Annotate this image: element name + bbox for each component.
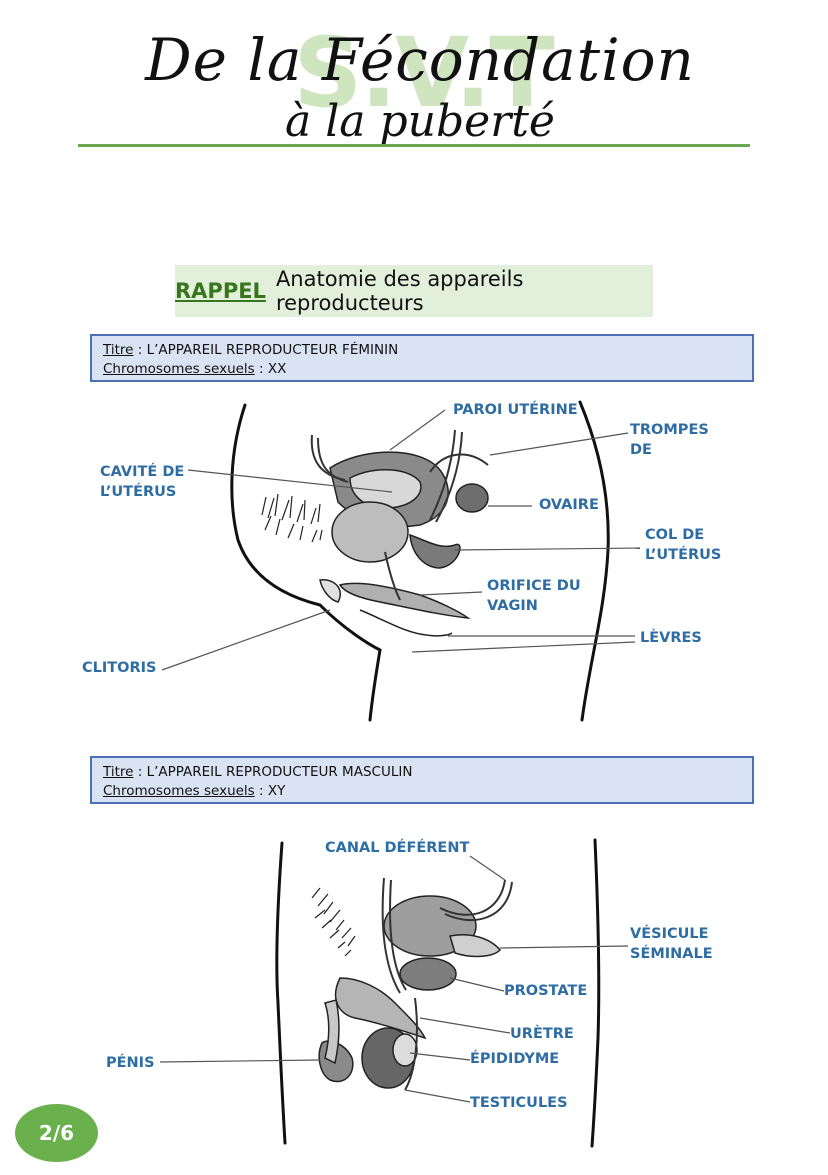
- female-anatomy-diagram: PAROI UTÉRINE TROMPES DE CAVITÉ DE L’UTÉ…: [0, 390, 828, 730]
- male-chromo-value: : XY: [254, 783, 286, 799]
- male-anatomy-illustration: [159, 838, 629, 1148]
- male-title-key: Titre: [103, 764, 134, 780]
- header-divider: [78, 144, 750, 147]
- label-levres: LÈVRES: [640, 630, 702, 646]
- female-title-key: Titre: [103, 342, 134, 358]
- female-title-row: Titre : L’APPAREIL REPRODUCTEUR FÉMININ: [103, 341, 741, 360]
- label-prostate: PROSTATE: [504, 983, 588, 999]
- male-chromo-row: Chromosomes sexuels : XY: [103, 782, 741, 801]
- label-uretre: URÈTRE: [510, 1026, 574, 1042]
- label-ovaire: OVAIRE: [539, 497, 599, 513]
- page-header: S.V.T De la Fécondation à la puberté: [0, 0, 828, 190]
- label-orifice-vagin: ORIFICE DU VAGIN: [487, 578, 581, 614]
- label-paroi-uterine: PAROI UTÉRINE: [453, 402, 578, 418]
- label-testicules: TESTICULES: [470, 1095, 568, 1111]
- male-chromo-key: Chromosomes sexuels: [103, 783, 255, 799]
- label-clitoris: CLITORIS: [82, 660, 157, 676]
- label-epididyme: ÉPIDIDYME: [470, 1051, 560, 1067]
- label-penis: PÉNIS: [106, 1055, 155, 1071]
- rappel-banner: RAPPEL Anatomie des appareils reproducte…: [175, 265, 653, 317]
- label-trompes: TROMPES DE: [630, 422, 709, 458]
- male-title-value: : L’APPAREIL REPRODUCTEUR MASCULIN: [133, 764, 413, 780]
- female-chromo-value: : XX: [254, 361, 287, 377]
- label-cavite-uterus: CAVITÉ DE L’UTÉRUS: [100, 464, 185, 500]
- female-chromo-row: Chromosomes sexuels : XX: [103, 360, 741, 379]
- female-anatomy-illustration: [161, 400, 641, 722]
- rappel-text: Anatomie des appareils reproducteurs: [275, 267, 524, 315]
- svt-watermark: S.V.T: [293, 17, 554, 129]
- label-col-uterus: COL DE L’UTÉRUS: [645, 527, 722, 563]
- page-subtitle: à la puberté: [285, 96, 555, 147]
- female-title-box: Titre : L’APPAREIL REPRODUCTEUR FÉMININ …: [90, 334, 754, 382]
- female-title-value: : L’APPAREIL REPRODUCTEUR FÉMININ: [133, 342, 399, 358]
- female-chromo-key: Chromosomes sexuels: [103, 361, 255, 377]
- label-vesicule-seminale: VÉSICULE SÉMINALE: [630, 926, 713, 962]
- page-title: De la Fécondation: [145, 26, 695, 94]
- label-canal-deferent: CANAL DÉFÉRENT: [325, 840, 470, 856]
- male-title-box: Titre : L’APPAREIL REPRODUCTEUR MASCULIN…: [90, 756, 754, 804]
- male-title-row: Titre : L’APPAREIL REPRODUCTEUR MASCULIN: [103, 763, 741, 782]
- rappel-label: RAPPEL: [175, 279, 266, 303]
- male-anatomy-diagram: CANAL DÉFÉRENT VÉSICULE SÉMINALE PROSTAT…: [0, 828, 828, 1148]
- page-number-badge: 2/6: [15, 1104, 98, 1162]
